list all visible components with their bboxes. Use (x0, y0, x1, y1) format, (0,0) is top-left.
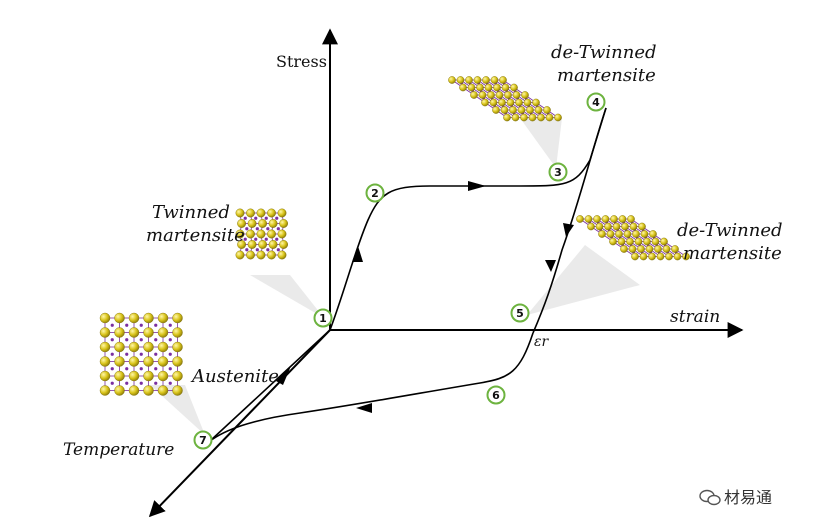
watermark-text: 材易通 (724, 488, 772, 507)
cooling-line (209, 329, 331, 442)
twinned-label-line2: martensite (146, 225, 245, 246)
twinned-label-line1: Twinned (152, 202, 230, 223)
step-marker-7: 7 (193, 430, 213, 450)
heating-curve (209, 332, 534, 442)
arrow-marker-3 (563, 223, 574, 237)
detwinned-right-line2: martensite (683, 243, 782, 264)
step-marker-1: 1 (313, 308, 333, 328)
stress-axis-label: Stress (276, 52, 327, 71)
svg-text:2: 2 (371, 187, 379, 200)
detwinned-top-line2: martensite (557, 65, 656, 86)
austenite-label: Austenite (190, 366, 279, 387)
cone-detwinned-top (520, 118, 562, 168)
cone-austenite (150, 385, 205, 435)
austenite-lattice (99, 312, 183, 396)
step-marker-5: 5 (510, 303, 530, 323)
wechat-icon (699, 489, 721, 506)
loading-curve (329, 107, 607, 331)
arrow-marker-6 (276, 366, 291, 385)
temperature-axis (148, 329, 331, 518)
unloading-curve (532, 107, 607, 334)
detwinned-martensite-lattice-top (448, 76, 562, 122)
svg-text:3: 3 (554, 166, 562, 179)
step-marker-6: 6 (486, 385, 506, 405)
svg-text:6: 6 (492, 389, 500, 402)
watermark: 材易通 (699, 488, 772, 507)
residual-strain-label: εr (534, 334, 550, 350)
twinned-martensite-lattice (235, 208, 288, 260)
strain-axis-label: strain (670, 307, 720, 327)
arrow-marker-2 (468, 181, 486, 191)
svg-text:4: 4 (592, 96, 600, 109)
detwinned-right-line1: de-Twinned (677, 220, 783, 241)
cone-twinned (250, 275, 324, 318)
svg-text:1: 1 (319, 312, 327, 325)
arrow-marker-4 (545, 260, 556, 272)
step-marker-4: 4 (586, 92, 606, 112)
arrow-marker-1 (352, 246, 363, 262)
temperature-axis-label: Temperature (63, 440, 174, 460)
step-marker-2: 2 (365, 183, 385, 203)
step-marker-3: 3 (548, 162, 568, 182)
detwinned-top-line1: de-Twinned (551, 42, 657, 63)
arrow-marker-5 (356, 403, 372, 413)
svg-text:5: 5 (516, 307, 524, 320)
detwinned-martensite-lattice-right (576, 215, 690, 261)
svg-text:7: 7 (199, 434, 207, 447)
cone-detwinned-right (527, 245, 640, 315)
